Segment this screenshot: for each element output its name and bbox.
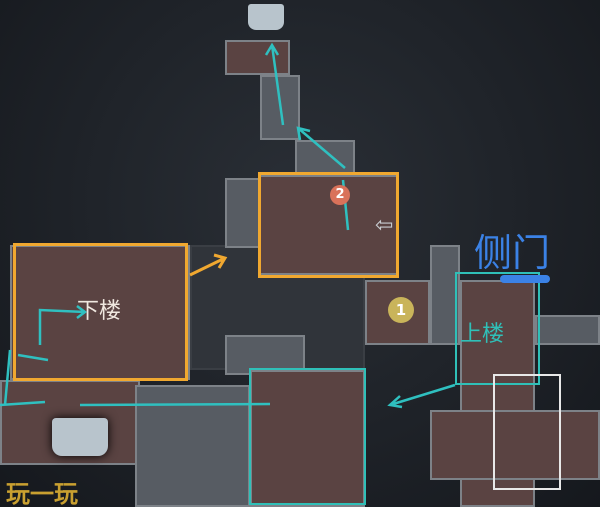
label-side-door: 侧门 [474,231,551,275]
label-upstairs: 上楼 [460,322,505,347]
route-arrow [387,383,456,409]
orange-arrow [189,253,228,277]
highlight-stairs [249,368,366,505]
room [225,40,290,75]
room [430,410,600,480]
marker-1[interactable]: 1 [388,297,414,323]
side-door-marker [500,275,550,283]
highlight-room-2 [258,172,399,278]
room-2 [258,175,398,275]
exit-icon: ⇦ [375,213,394,238]
highlight-downstairs [13,243,188,381]
treasure-chest-icon[interactable] [248,4,284,30]
route-line [0,349,271,407]
route-arrow [38,305,88,345]
corridor [225,178,260,248]
highlight-side-door [493,374,561,490]
label-downstairs: 下楼 [77,299,122,324]
corridor [295,140,355,175]
route-arrow [264,42,285,126]
corridor [535,315,600,345]
watermark: 玩一玩 [6,480,78,507]
route-arrow [296,126,346,169]
marker-2[interactable]: 2 [330,185,350,205]
highlight-upstairs [455,272,540,385]
treasure-chest-icon[interactable] [52,418,108,456]
